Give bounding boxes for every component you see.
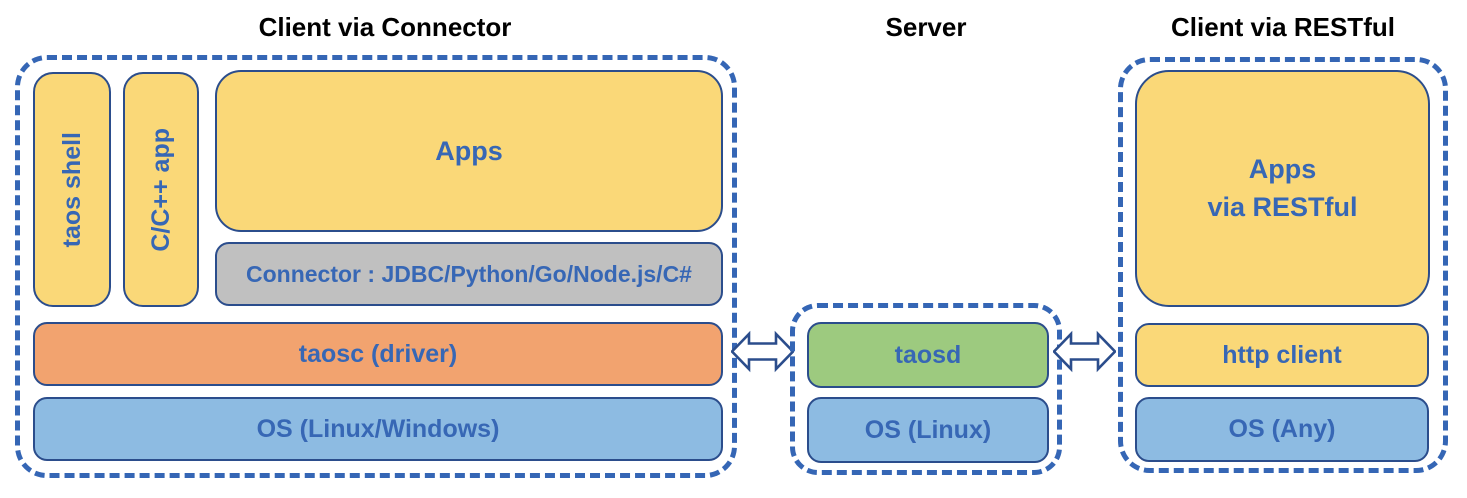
apps-via-restful-box: Apps via RESTful [1135,70,1430,307]
server-title: Server [885,12,967,42]
connector-label: Connector : JDBC/Python/Go/Node.js/C# [246,260,692,287]
os-linux-windows-label: OS (Linux/Windows) [256,414,500,443]
os-any-label: OS (Any) [1228,415,1336,443]
double-arrow-icon [731,329,794,374]
taosd-label: taosd [894,340,962,369]
cpp-app-box: C/C++ app [123,72,199,307]
client-connector-title: Client via Connector [258,12,512,42]
connector-box: Connector : JDBC/Python/Go/Node.js/C# [215,242,723,306]
client-connector-group [15,55,737,478]
http-client-label: http client [1222,340,1342,369]
taos-shell-label: taos shell [57,131,86,248]
client-restful-title: Client via RESTful [1171,12,1395,42]
double-arrow-icon [1053,329,1116,374]
apps-via-restful-line2: via RESTful [1207,191,1358,222]
apps-box: Apps [215,70,723,232]
taosd-box: taosd [807,322,1049,388]
apps-via-restful-line1: Apps [1248,153,1317,184]
os-linux-label: OS (Linux) [864,415,992,444]
taosc-driver-box: taosc (driver) [33,322,723,386]
client-restful-group [1118,57,1448,473]
os-any-box: OS (Any) [1135,397,1429,462]
apps-label: Apps [435,135,503,166]
taos-shell-box: taos shell [33,72,111,307]
os-linux-windows-box: OS (Linux/Windows) [33,397,723,461]
taosc-driver-label: taosc (driver) [298,339,458,368]
os-linux-box: OS (Linux) [807,397,1049,463]
server-group [790,303,1062,475]
cpp-app-label: C/C++ app [146,127,175,252]
http-client-box: http client [1135,323,1429,387]
